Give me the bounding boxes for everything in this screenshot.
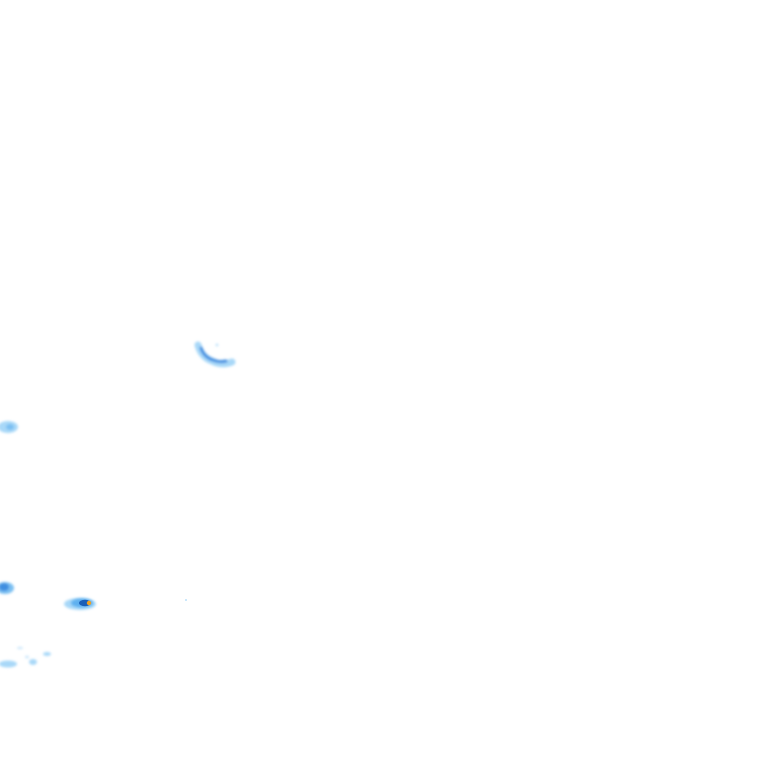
- echo-south-fragments: [0, 646, 51, 668]
- echo-frag-5: [25, 655, 29, 659]
- echo-cell-speck: [185, 599, 187, 601]
- echo-sw-edge-core: [0, 583, 9, 591]
- echo-southwest-edge: [0, 582, 14, 594]
- echo-frag-2: [29, 659, 37, 665]
- echo-arc-speck: [215, 343, 219, 347]
- echo-frag-4: [17, 646, 23, 650]
- echo-southwest-cell: [64, 598, 187, 610]
- echo-arc-north: [194, 341, 236, 368]
- echo-west-edge: [0, 421, 18, 433]
- echo-arc-inner: [199, 346, 228, 364]
- echo-west-core: [6, 424, 14, 430]
- echo-cell-peak: [86, 600, 92, 606]
- echo-frag-3: [43, 652, 51, 656]
- echo-frag-1: [0, 660, 17, 668]
